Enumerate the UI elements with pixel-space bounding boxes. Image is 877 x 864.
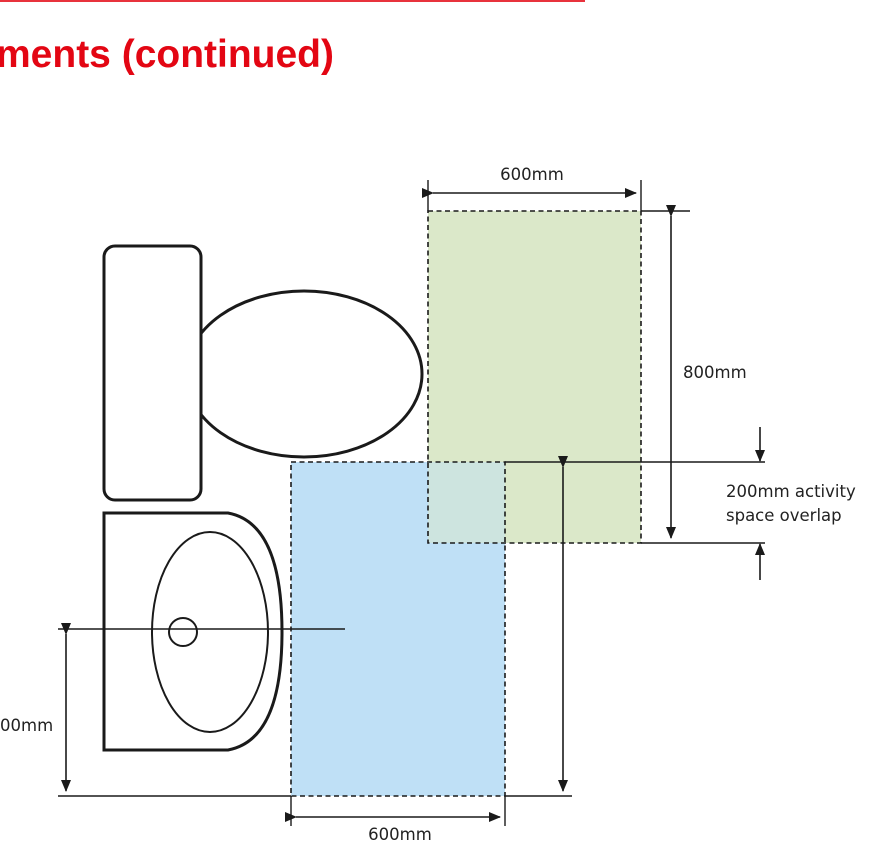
basin-bowl <box>151 531 269 733</box>
top-width-label: 600mm <box>500 165 564 184</box>
toilet-bowl <box>184 289 424 459</box>
toilet-cistern <box>102 244 203 502</box>
bottom-width-label: 600mm <box>368 825 432 844</box>
wc-depth-label: 800mm <box>683 363 747 382</box>
page-title: ments (continued) <box>0 33 334 76</box>
overlap-label-line1: 200mm activity <box>726 482 856 501</box>
basin-height-label: 00mm <box>0 716 53 735</box>
header-rule <box>0 0 585 2</box>
overlap-label-line2: space overlap <box>726 506 842 525</box>
wc-zone-outline <box>427 210 642 544</box>
basin-outline <box>102 511 284 752</box>
overlap-zone <box>428 462 505 543</box>
basin-plug <box>168 617 198 647</box>
